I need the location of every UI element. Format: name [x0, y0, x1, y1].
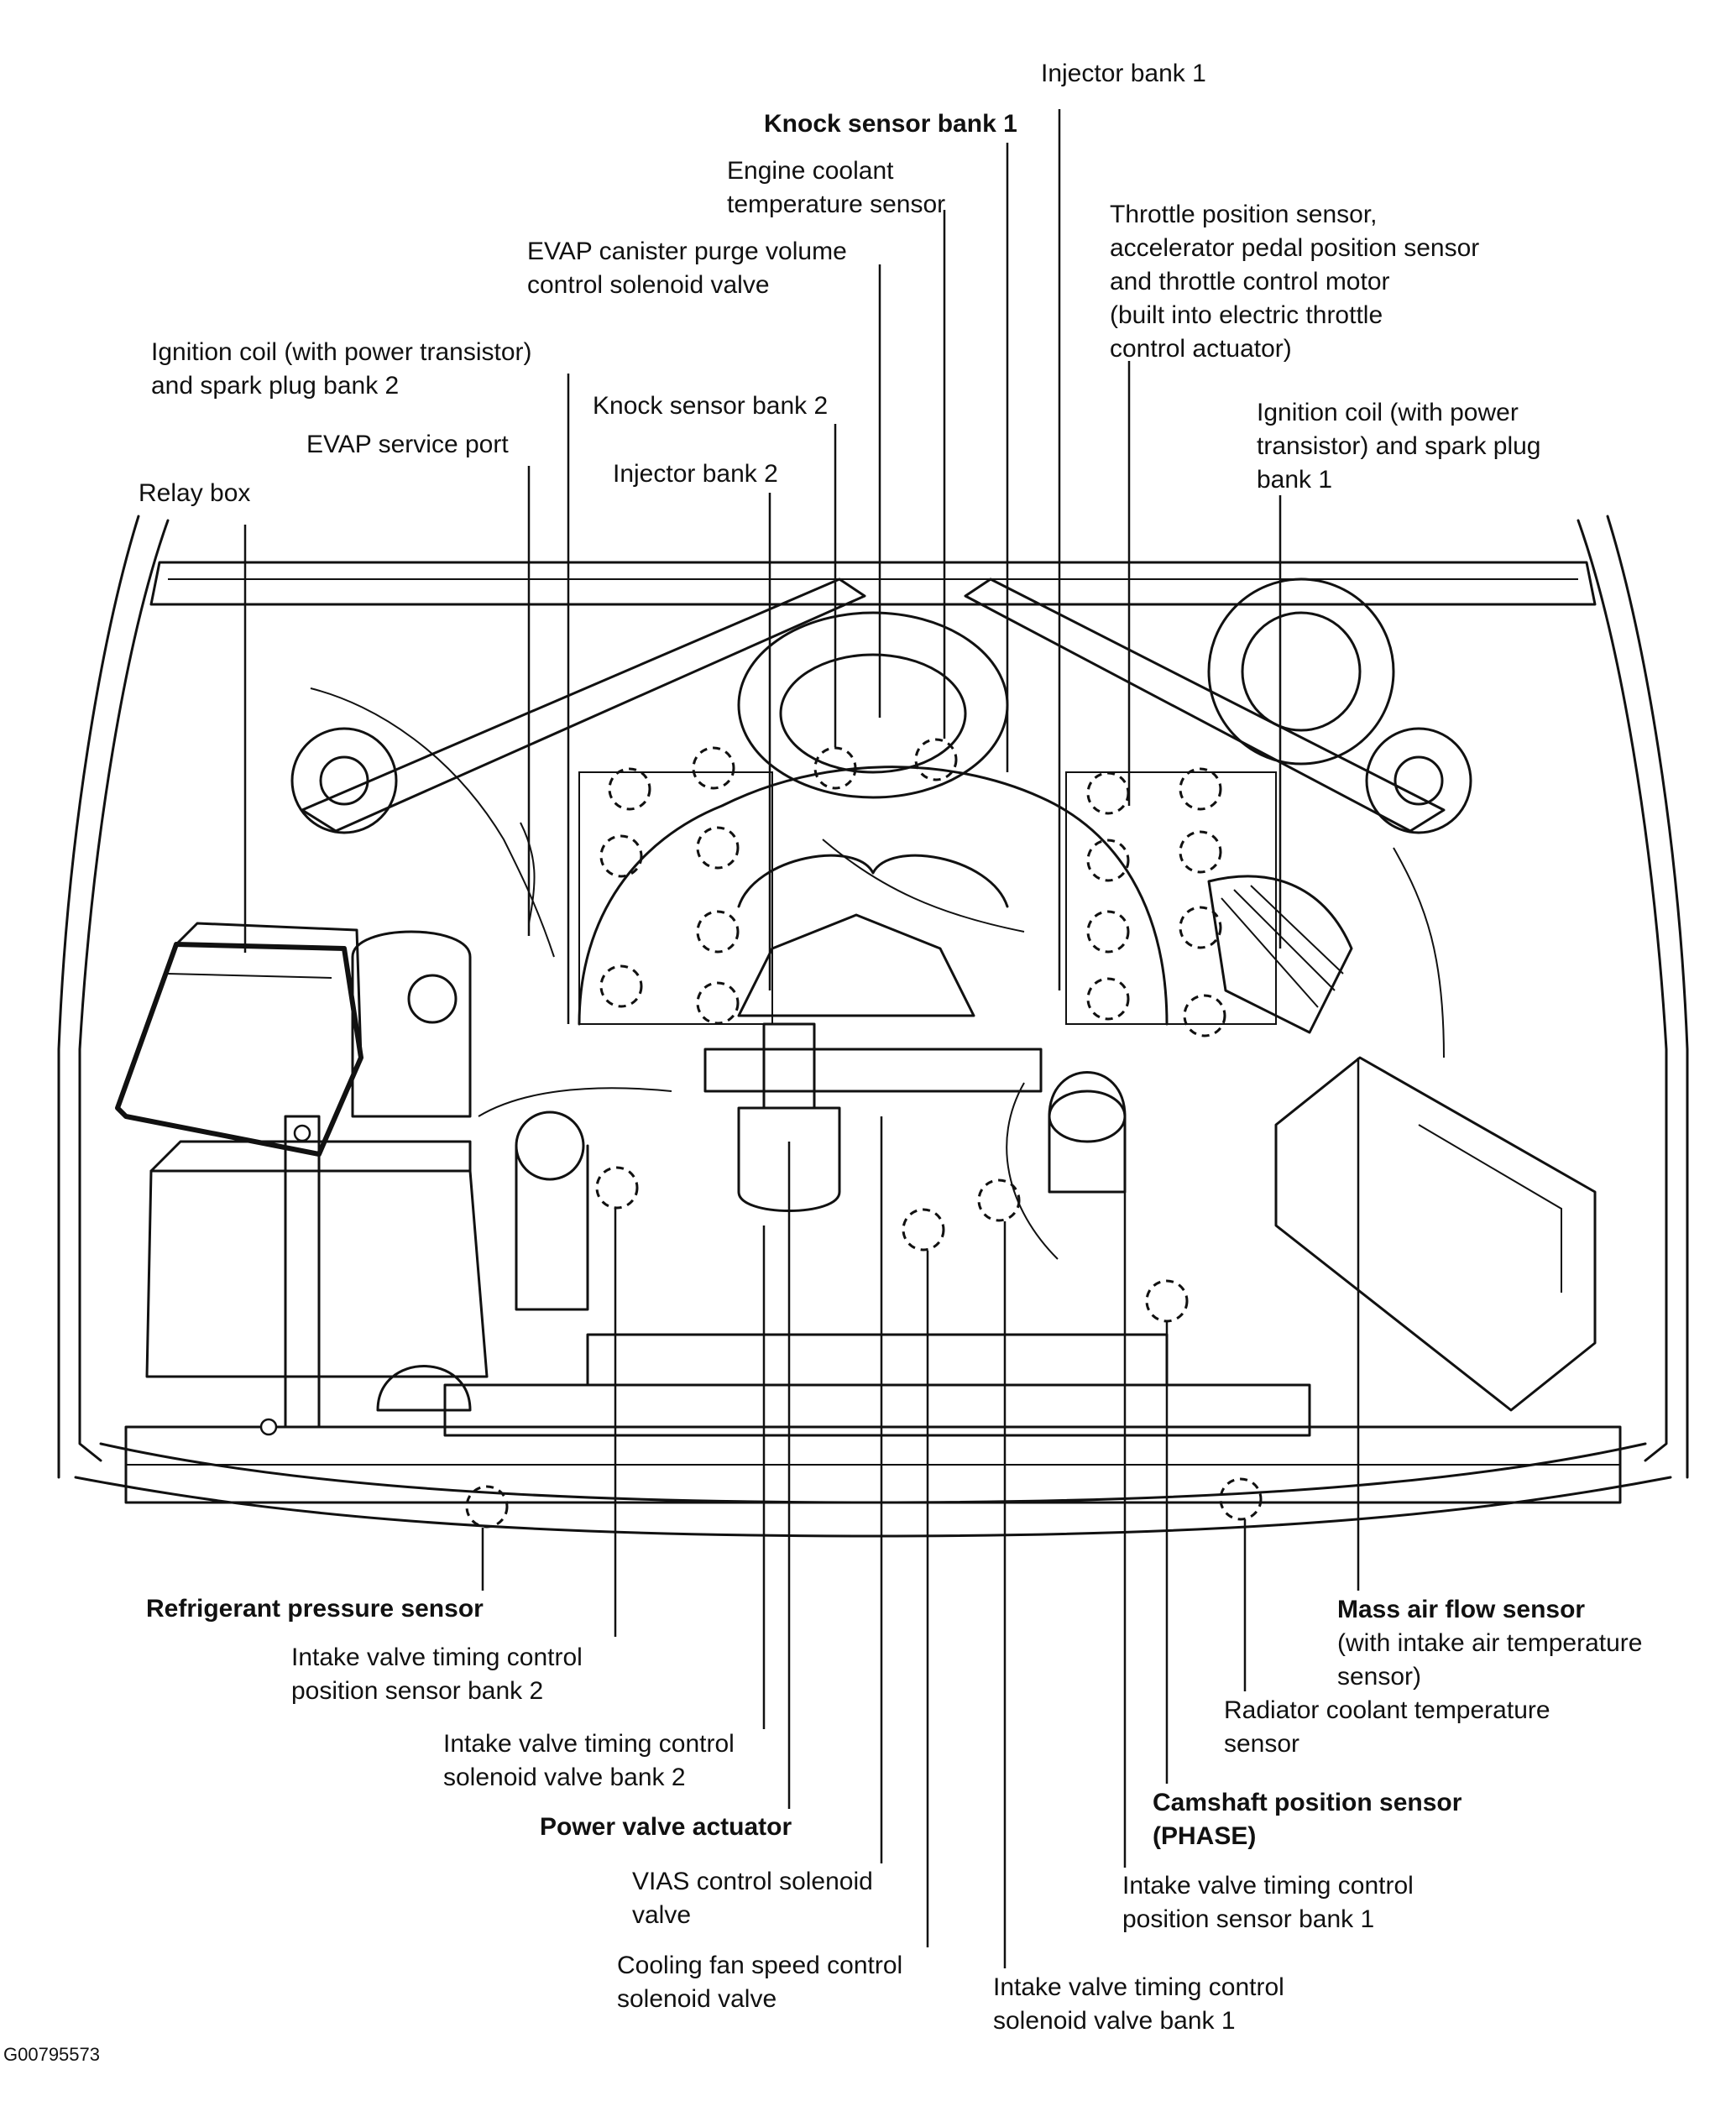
label-line: control solenoid valve: [527, 271, 770, 299]
label-line: and throttle control motor: [1110, 268, 1390, 295]
label-power-valve-actuator: Power valve actuator: [540, 1813, 792, 1841]
label-line: Intake valve timing control: [993, 1973, 1284, 2001]
label-intake-valve-timing-control-solenoid-valve-bank-1: Intake valve timing control solenoid val…: [993, 1971, 1284, 2038]
label-line: Throttle position sensor,: [1110, 201, 1378, 228]
label-line: control actuator): [1110, 335, 1292, 363]
label-line: Ignition coil (with power transistor): [151, 338, 532, 366]
label-vias-control-solenoid-valve: VIAS control solenoid valve: [632, 1865, 873, 1932]
label-engine-coolant-temperature-sensor: Engine coolant temperature sensor: [727, 154, 945, 222]
label-line: EVAP canister purge volume: [527, 238, 847, 265]
label-line: valve: [632, 1901, 692, 1929]
label-line: Radiator coolant temperature: [1224, 1696, 1550, 1724]
label-line: temperature sensor: [727, 191, 946, 218]
label-line: (built into electric throttle: [1110, 301, 1383, 329]
label-line: solenoid valve bank 2: [443, 1764, 686, 1791]
label-injector-bank-1: Injector bank 1: [1041, 60, 1206, 87]
label-line: Camshaft position sensor: [1153, 1789, 1462, 1816]
label-intake-valve-timing-control-position-sensor-bank-1: Intake valve timing control position sen…: [1122, 1869, 1414, 1936]
label-line: and spark plug bank 2: [151, 372, 400, 400]
label-intake-valve-timing-control-solenoid-valve-bank-2: Intake valve timing control solenoid val…: [443, 1727, 735, 1795]
battery-drawing: [145, 1115, 489, 1436]
label-line: Intake valve timing control: [1122, 1872, 1414, 1900]
label-cooling-fan-speed-control-solenoid-valve: Cooling fan speed control solenoid valve: [617, 1949, 902, 2016]
label-ignition-coil-bank-1: Ignition coil (with power transistor) an…: [1257, 396, 1541, 497]
label-line: Intake valve timing control: [443, 1730, 735, 1758]
label-injector-bank-2: Injector bank 2: [613, 460, 778, 488]
label-ignition-coil-bank-2: Ignition coil (with power transistor) an…: [151, 336, 532, 403]
label-knock-sensor-bank-1: Knock sensor bank 1: [764, 110, 1017, 138]
label-line: accelerator pedal position sensor: [1110, 234, 1480, 262]
label-line: position sensor bank 1: [1122, 1905, 1375, 1933]
label-line: Cooling fan speed control: [617, 1952, 903, 1979]
label-line: Engine coolant: [727, 157, 894, 185]
label-line: transistor) and spark plug: [1257, 432, 1541, 460]
reservoir-drawing: [351, 930, 1127, 1412]
label-evap-service-port: EVAP service port: [306, 431, 509, 458]
label-evap-canister-purge-volume-control-solenoid-valve: EVAP canister purge volume control solen…: [527, 235, 847, 302]
label-line: sensor): [1337, 1663, 1422, 1691]
engine-bay-outline: [57, 515, 1689, 1538]
label-line: VIAS control solenoid: [632, 1868, 873, 1895]
figure-id: G00795573: [3, 2044, 100, 2065]
relay-box-drawing: [115, 922, 363, 1157]
label-refrigerant-pressure-sensor: Refrigerant pressure sensor: [146, 1595, 484, 1623]
component-markers: [465, 738, 1263, 1529]
label-line: (with intake air temperature: [1337, 1629, 1643, 1657]
label-line: bank 1: [1257, 466, 1333, 494]
label-line: position sensor bank 2: [291, 1677, 544, 1705]
label-knock-sensor-bank-2: Knock sensor bank 2: [593, 392, 829, 420]
label-line: Intake valve timing control: [291, 1644, 583, 1671]
engine-drawing: [310, 577, 1597, 1412]
label-line: (PHASE): [1153, 1822, 1257, 1850]
label-radiator-coolant-temperature-sensor: Radiator coolant temperature sensor: [1224, 1694, 1550, 1761]
label-line: Mass air flow sensor: [1337, 1596, 1586, 1623]
label-line: Ignition coil (with power: [1257, 399, 1519, 426]
label-line: sensor: [1224, 1730, 1300, 1758]
label-relay-box: Relay box: [139, 479, 251, 507]
label-intake-valve-timing-control-position-sensor-bank-2: Intake valve timing control position sen…: [291, 1641, 583, 1708]
leader-lines: [243, 109, 1360, 1968]
label-mass-air-flow-sensor: Mass air flow sensor (with intake air te…: [1337, 1593, 1643, 1694]
label-line: solenoid valve bank 1: [993, 2007, 1236, 2035]
label-camshaft-position-sensor-phase: Camshaft position sensor (PHASE): [1153, 1786, 1461, 1853]
label-line: solenoid valve: [617, 1985, 777, 2013]
label-throttle-position-sensor: Throttle position sensor, accelerator pe…: [1110, 198, 1479, 366]
